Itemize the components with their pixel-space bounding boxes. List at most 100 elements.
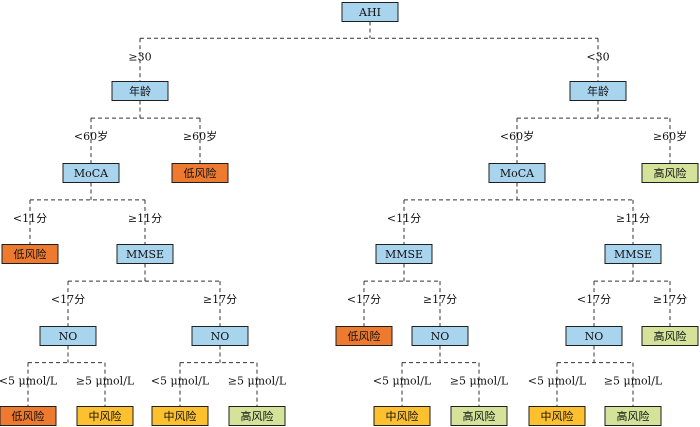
node-box <box>39 326 97 346</box>
node-label: 中风险 <box>164 409 197 423</box>
edge-label: <17分 <box>577 293 611 306</box>
edge-label: <11分 <box>387 212 421 225</box>
tree-node-feature: NO <box>39 326 97 346</box>
node-box <box>1 244 59 264</box>
node-box <box>604 244 662 264</box>
tree-node-feature: MMSE <box>116 244 174 264</box>
node-box <box>565 326 623 346</box>
tree-node-low-risk: 低风险 <box>171 163 229 183</box>
edge-label: ≥17分 <box>653 293 687 306</box>
node-box <box>411 326 469 346</box>
node-label: NO <box>59 330 78 343</box>
tree-node-high-risk: 高风险 <box>228 406 286 426</box>
node-box <box>341 2 399 22</box>
node-label: 低风险 <box>14 247 47 261</box>
tree-node-high-risk: 高风险 <box>604 406 662 426</box>
node-label: NO <box>431 330 450 343</box>
edge-label: <60岁 <box>74 129 108 143</box>
node-label: 中风险 <box>386 409 419 423</box>
tree-node-mid-risk: 中风险 <box>151 406 209 426</box>
node-label: 高风险 <box>617 409 650 423</box>
tree-node-feature: AHI <box>341 2 399 22</box>
edge-label: <17分 <box>51 293 85 306</box>
node-box <box>450 406 508 426</box>
node-box <box>641 326 699 346</box>
tree-node-high-risk: 高风险 <box>641 326 699 346</box>
edge-label: ≥11分 <box>128 212 162 225</box>
edge-label: <11分 <box>13 212 47 225</box>
tree-node-low-risk: 低风险 <box>335 326 393 346</box>
node-label: MMSE <box>614 248 652 261</box>
node-box <box>191 326 249 346</box>
node-box <box>335 326 393 346</box>
node-box <box>171 163 229 183</box>
node-label: 高风险 <box>654 329 687 343</box>
edge-label: <5 μmol/L <box>528 375 587 388</box>
node-label: 年龄 <box>587 84 609 98</box>
node-label: 低风险 <box>12 409 45 423</box>
tree-node-feature: NO <box>411 326 469 346</box>
node-box <box>228 406 286 426</box>
node-box <box>76 406 134 426</box>
edge-label: <5 μmol/L <box>0 375 58 388</box>
tree-node-mid-risk: 中风险 <box>373 406 431 426</box>
edge-label: ≥5 μmol/L <box>228 375 287 388</box>
edge-label: <5 μmol/L <box>373 375 432 388</box>
node-label: 高风险 <box>654 166 687 180</box>
tree-node-feature: MoCA <box>488 163 546 183</box>
tree-node-low-risk: 低风险 <box>1 244 59 264</box>
tree-node-feature: MMSE <box>604 244 662 264</box>
node-box <box>375 244 433 264</box>
tree-node-mid-risk: 中风险 <box>76 406 134 426</box>
tree-node-feature: NO <box>191 326 249 346</box>
tree-node-feature: 年龄 <box>111 81 169 101</box>
node-label: 高风险 <box>463 409 496 423</box>
node-box <box>641 163 699 183</box>
node-box <box>604 406 662 426</box>
edge-label: ≥5 μmol/L <box>604 375 663 388</box>
node-box <box>373 406 431 426</box>
edge-label: ≥5 μmol/L <box>450 375 509 388</box>
node-box <box>62 163 120 183</box>
node-label: 中风险 <box>89 409 122 423</box>
node-box <box>569 81 627 101</box>
node-box <box>151 406 209 426</box>
edge-label: ≥30 <box>128 50 151 63</box>
tree-node-high-risk: 高风险 <box>641 163 699 183</box>
node-label: 年龄 <box>129 84 151 98</box>
node-label: NO <box>585 330 604 343</box>
tree-node-feature: MMSE <box>375 244 433 264</box>
edge-label: ≥60岁 <box>183 129 217 143</box>
node-box <box>116 244 174 264</box>
node-label: NO <box>211 330 230 343</box>
edge-label: <60岁 <box>500 129 534 143</box>
tree-node-mid-risk: 中风险 <box>528 406 586 426</box>
edges-layer: ≥30 <30 <60岁 ≥60岁 <60岁 ≥60岁 <11分 ≥11分 <11分 ≥11分 <1… <box>0 21 687 407</box>
node-box <box>111 81 169 101</box>
node-label: MMSE <box>385 248 423 261</box>
node-label: 低风险 <box>348 329 381 343</box>
node-label: MMSE <box>126 248 164 261</box>
edge-label: ≥60岁 <box>653 129 687 143</box>
tree-node-feature: 年龄 <box>569 81 627 101</box>
tree-node-low-risk: 低风险 <box>0 406 57 426</box>
node-box <box>488 163 546 183</box>
node-box <box>0 406 57 426</box>
edge-label: ≥17分 <box>423 293 457 306</box>
node-label: AHI <box>358 6 381 19</box>
edge-label: ≥17分 <box>203 293 237 306</box>
edge-label: <5 μmol/L <box>151 375 210 388</box>
node-label: 低风险 <box>184 166 217 180</box>
edge-label: ≥11分 <box>616 212 650 225</box>
edge-label: <17分 <box>347 293 381 306</box>
edge-label: ≥5 μmol/L <box>76 375 135 388</box>
node-label: MoCA <box>74 167 109 180</box>
node-label: 中风险 <box>541 409 574 423</box>
node-box <box>528 406 586 426</box>
node-label: 高风险 <box>241 409 274 423</box>
tree-node-feature: MoCA <box>62 163 120 183</box>
tree-node-high-risk: 高风险 <box>450 406 508 426</box>
edge-label: <30 <box>586 50 609 63</box>
